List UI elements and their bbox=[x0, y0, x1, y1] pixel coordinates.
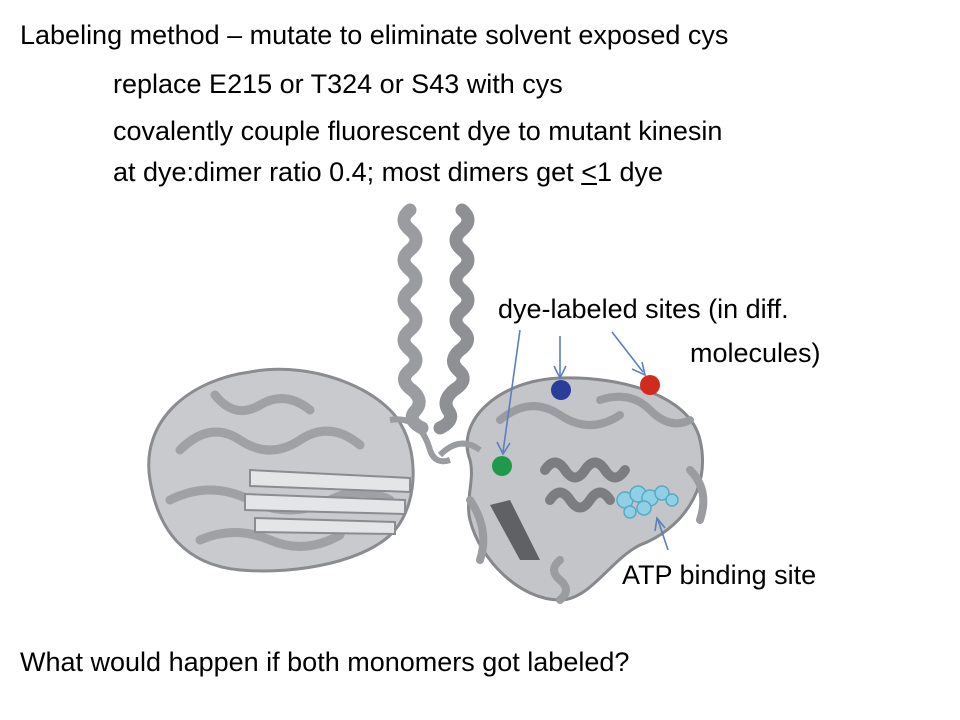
ratio-tail: 1 dye bbox=[596, 157, 664, 187]
motor-head-right bbox=[437, 376, 708, 604]
bullet-replace: replace E215 or T324 or S43 with cys bbox=[113, 69, 563, 99]
arrow-to-red bbox=[611, 331, 644, 373]
motor-head-left bbox=[147, 367, 451, 573]
neck-helix-right bbox=[433, 203, 475, 435]
bullet-ratio: at dye:dimer ratio 0.4; most dimers get … bbox=[113, 155, 663, 189]
neck-coiled-coil bbox=[397, 203, 475, 435]
atp-molecule bbox=[616, 485, 679, 519]
dye-site-green bbox=[492, 456, 512, 476]
question-text: What would happen if both monomers got l… bbox=[20, 647, 630, 677]
arrow-to-green bbox=[502, 329, 521, 453]
dye-site-blue bbox=[551, 380, 571, 400]
dye-sites-label: dye-labeled sites (in diff. bbox=[498, 294, 789, 324]
ratio-text: at dye:dimer ratio 0.4; most dimers get bbox=[113, 157, 582, 187]
less-than-underlined: < bbox=[581, 157, 597, 187]
dye-sites-label-cont: molecules) bbox=[690, 338, 821, 368]
neck-helix-left bbox=[397, 203, 429, 435]
bullet-couple: covalently couple fluorescent dye to mut… bbox=[113, 116, 723, 146]
annotation-arrows bbox=[496, 329, 669, 551]
dye-site-red bbox=[640, 375, 660, 395]
atp-site-label: ATP binding site bbox=[622, 560, 817, 590]
title-line: Labeling method – mutate to eliminate so… bbox=[20, 20, 729, 50]
arrow-to-atp bbox=[657, 519, 669, 551]
